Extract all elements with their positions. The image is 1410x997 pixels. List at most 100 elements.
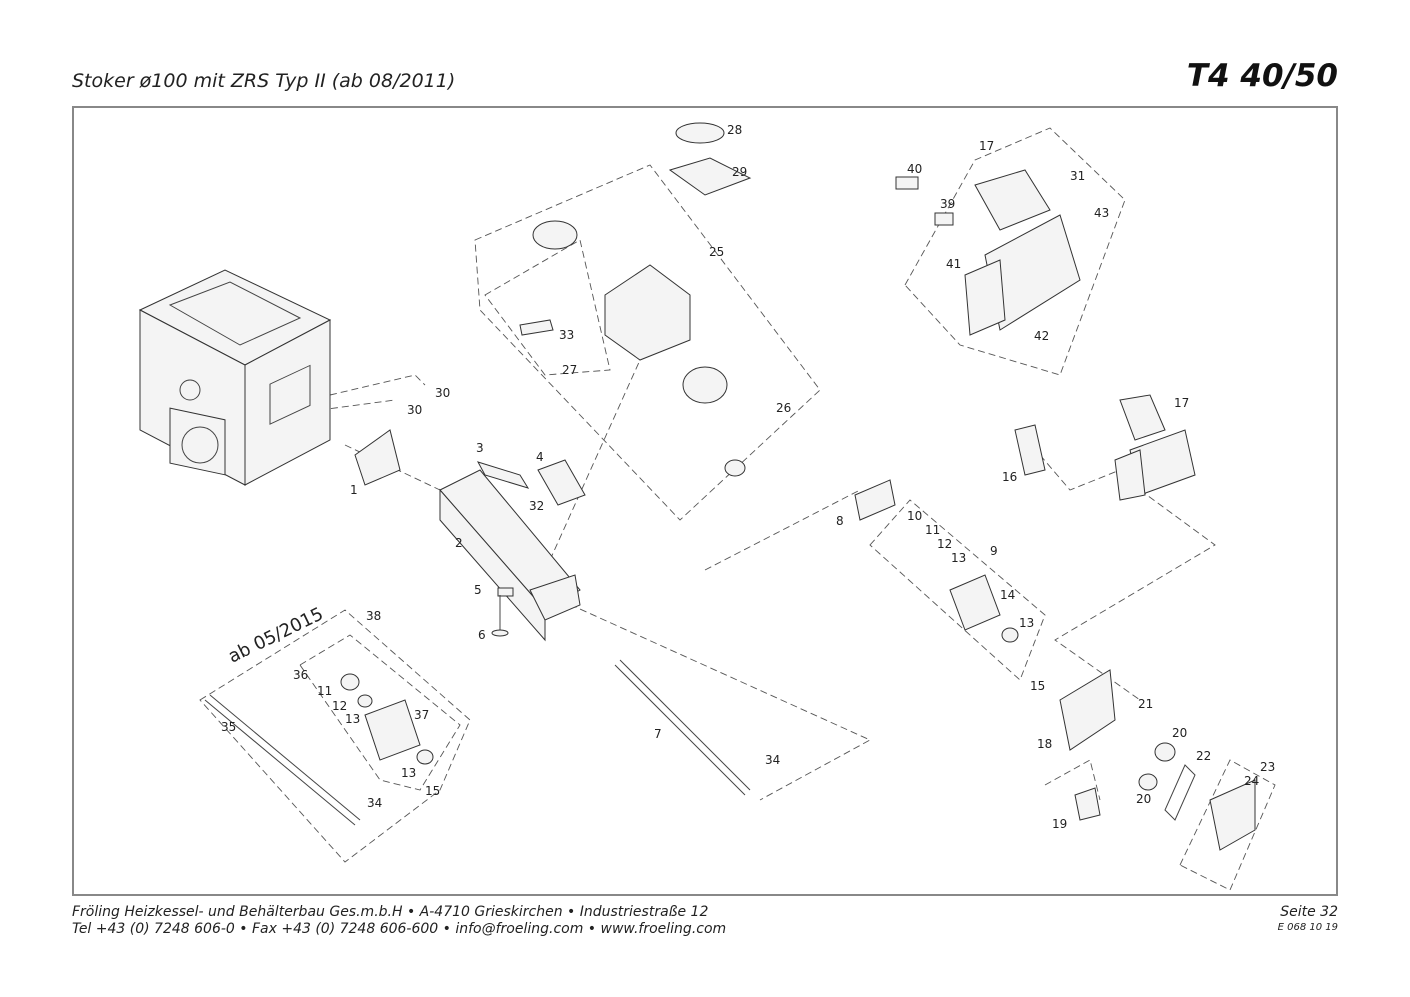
drawing-frame xyxy=(72,106,1338,896)
part-label-16: 16 xyxy=(1002,470,1017,484)
part-label-41: 41 xyxy=(946,257,961,271)
assembly-line xyxy=(1039,454,1121,491)
part-label-18: 18 xyxy=(1037,737,1052,751)
part-2-stoker-duct xyxy=(439,469,581,642)
footer-contact: Tel +43 (0) 7248 606-0 • Fax +43 (0) 724… xyxy=(72,921,727,937)
part-label-22: 22 xyxy=(1196,749,1211,763)
part-37-bearing-housing xyxy=(364,699,421,761)
part-label-21: 21 xyxy=(1138,697,1153,711)
assembly-line xyxy=(704,489,861,571)
assembly-line xyxy=(1054,489,1216,701)
assembly-line xyxy=(319,399,396,411)
part-label-6: 6 xyxy=(478,628,486,642)
part-24-cover xyxy=(1209,779,1256,851)
part-label-17: 17 xyxy=(1174,396,1189,410)
part-label-13: 13 xyxy=(401,766,416,780)
part-label-8: 8 xyxy=(836,514,844,528)
part-label-43: 43 xyxy=(1094,206,1109,220)
part-22-chain xyxy=(1164,764,1196,821)
part-17-motor-mid xyxy=(1114,394,1196,501)
group-36-outline xyxy=(299,634,461,791)
part-label-34: 34 xyxy=(765,753,780,767)
group-9-outline xyxy=(869,499,1046,681)
part-label-12: 12 xyxy=(937,537,952,551)
part-18-plate xyxy=(1059,669,1116,751)
part-20-sprocket-2 xyxy=(1138,773,1158,791)
part-label-31: 31 xyxy=(1070,169,1085,183)
part-label-42: 42 xyxy=(1034,329,1049,343)
part-label-20: 20 xyxy=(1136,792,1151,806)
part-label-1: 1 xyxy=(350,483,358,497)
part-label-5: 5 xyxy=(474,583,482,597)
footer: Fröling Heizkessel- und Behälterbau Ges.… xyxy=(72,904,726,938)
part-label-26: 26 xyxy=(776,401,791,415)
part-label-10: 10 xyxy=(907,509,922,523)
part-7-auger xyxy=(614,659,751,796)
part-label-3: 3 xyxy=(476,441,484,455)
part-label-29: 29 xyxy=(732,165,747,179)
part-16-bracket xyxy=(1014,424,1046,476)
part-19-tensioner xyxy=(1074,787,1101,821)
part-label-15: 15 xyxy=(425,784,440,798)
part-14-bearing-housing xyxy=(949,574,1001,631)
part-11-ring xyxy=(340,673,360,691)
part-1-gasket xyxy=(354,429,401,486)
part-25-disk xyxy=(532,220,578,250)
part-13-bearing xyxy=(1001,627,1019,643)
part-17-motor-top xyxy=(964,169,1081,336)
part-26-cover xyxy=(682,366,728,404)
part-label-27: 27 xyxy=(562,363,577,377)
part-3-cover xyxy=(476,461,530,489)
part-label-34: 34 xyxy=(367,796,382,810)
part-label-32: 32 xyxy=(529,499,544,513)
part-label-37: 37 xyxy=(414,708,429,722)
page-title: Stoker ø100 mit ZRS Typ II (ab 08/2011) xyxy=(72,70,456,92)
part-20-sprocket xyxy=(1154,742,1176,762)
footer-address: Fröling Heizkessel- und Behälterbau Ges.… xyxy=(72,904,709,920)
part-4-gasket xyxy=(537,459,586,506)
part-40-connector xyxy=(895,176,919,190)
part-29-hopper xyxy=(668,157,752,196)
part-label-40: 40 xyxy=(907,162,922,176)
part-label-19: 19 xyxy=(1052,817,1067,831)
part-label-24: 24 xyxy=(1244,774,1259,788)
group-38-outline xyxy=(199,609,471,863)
part-25-housing xyxy=(604,264,691,361)
part-13-bearing-c xyxy=(416,749,434,765)
assembly-line xyxy=(1044,759,1101,801)
part-label-36: 36 xyxy=(293,668,308,682)
part-label-13: 13 xyxy=(951,551,966,565)
part-label-28: 28 xyxy=(727,123,742,137)
part-label-35: 35 xyxy=(221,720,236,734)
part-33-plate xyxy=(519,319,554,336)
group-27-outline xyxy=(484,239,611,376)
part-label-15: 15 xyxy=(1030,679,1045,693)
part-label-12: 12 xyxy=(332,699,347,713)
part-label-7: 7 xyxy=(654,727,662,741)
assembly-line xyxy=(329,374,426,396)
part-label-13: 13 xyxy=(1019,616,1034,630)
page-number: Seite 32 xyxy=(1280,904,1338,920)
group-25-outline xyxy=(474,164,821,521)
part-label-17: 17 xyxy=(979,139,994,153)
part-label-9: 9 xyxy=(990,544,998,558)
part-label-30: 30 xyxy=(407,403,422,417)
part-label-20: 20 xyxy=(1172,726,1187,740)
part-26-seal xyxy=(724,459,746,477)
assembly-line xyxy=(559,599,872,801)
part-label-38: 38 xyxy=(366,609,381,623)
part-label-13: 13 xyxy=(345,712,360,726)
part-label-14: 14 xyxy=(1000,588,1015,602)
document-code: E 068 10 19 xyxy=(1277,922,1338,933)
part-13-bearing-b xyxy=(357,694,373,708)
part-label-11: 11 xyxy=(925,523,940,537)
part-label-2: 2 xyxy=(455,536,463,550)
part-label-30: 30 xyxy=(435,386,450,400)
model-name: T4 40/50 xyxy=(1186,58,1338,94)
assembly-line xyxy=(549,359,641,561)
boiler-housing xyxy=(138,269,332,486)
part-label-39: 39 xyxy=(940,197,955,211)
part-label-23: 23 xyxy=(1260,760,1275,774)
part-28-ring xyxy=(675,122,725,144)
